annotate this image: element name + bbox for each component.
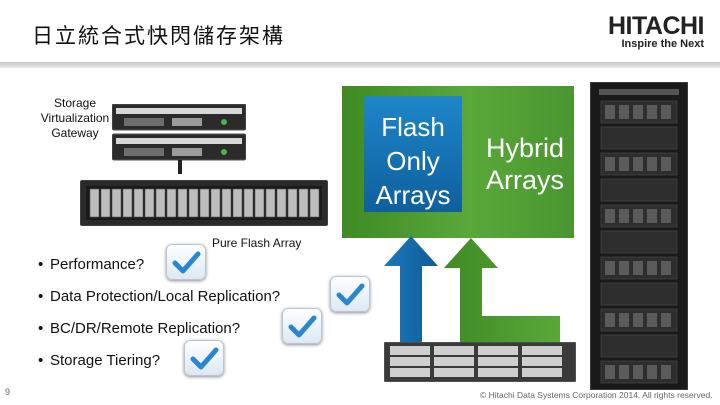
check-icon	[330, 276, 370, 312]
pure-flash-array-label: Pure Flash Array	[212, 236, 302, 250]
flash-only-label-line: Only	[386, 146, 440, 176]
list-item: • BC/DR/Remote Replication?	[38, 320, 240, 337]
bullet-dot: •	[38, 320, 44, 337]
flash-array-icon	[79, 179, 329, 231]
rack-icon	[590, 82, 688, 390]
check-icon	[166, 244, 206, 280]
list-item-text: Performance?	[50, 256, 145, 273]
check-icon	[184, 340, 224, 376]
flash-only-label-line: Flash	[381, 112, 445, 142]
list-item: • Performance?	[38, 256, 144, 273]
page-title: 日立統合式快閃儲存架構	[32, 24, 285, 48]
list-item: • Storage Tiering?	[38, 352, 160, 369]
brand-logo-text: HITACHI	[607, 12, 705, 40]
gateway-label: Storage Virtualization Gateway	[26, 96, 124, 141]
server-icon	[111, 103, 247, 167]
gateway-label-line: Storage	[53, 96, 97, 110]
hybrid-arrays-label: Hybrid Arrays	[470, 132, 580, 196]
header-divider	[0, 62, 720, 68]
storage-tray-icon	[383, 341, 577, 387]
bullet-dot: •	[38, 256, 44, 273]
upload-arrow-icon	[444, 238, 560, 344]
list-item-text: BC/DR/Remote Replication?	[50, 320, 241, 337]
gateway-label-line: Gateway	[51, 126, 99, 140]
connector-line	[178, 160, 182, 174]
list-item-text: Storage Tiering?	[50, 352, 161, 369]
brand-logo: HITACHI Inspire the Next	[607, 12, 705, 51]
page-number: 9	[5, 387, 11, 397]
bullet-dot: •	[38, 288, 44, 305]
list-item: • Data Protection/Local Replication?	[38, 288, 280, 305]
flash-only-arrays-panel	[364, 96, 462, 212]
flash-only-label: Flash Only Arrays	[364, 110, 462, 212]
hybrid-arrays-label-line: Hybrid	[485, 133, 565, 163]
list-item-text: Data Protection/Local Replication?	[50, 288, 281, 305]
bullet-dot: •	[38, 352, 44, 369]
upload-arrow-icon	[384, 236, 438, 344]
brand-tagline: Inspire the Next	[621, 38, 704, 50]
hybrid-arrays-label-line: Arrays	[485, 165, 564, 195]
flash-only-label-line: Arrays	[375, 180, 451, 210]
gateway-label-line: Virtualization	[40, 111, 110, 125]
check-icon	[282, 308, 322, 344]
copyright-text: © Hitachi Data Systems Corporation 2014.…	[480, 390, 713, 400]
